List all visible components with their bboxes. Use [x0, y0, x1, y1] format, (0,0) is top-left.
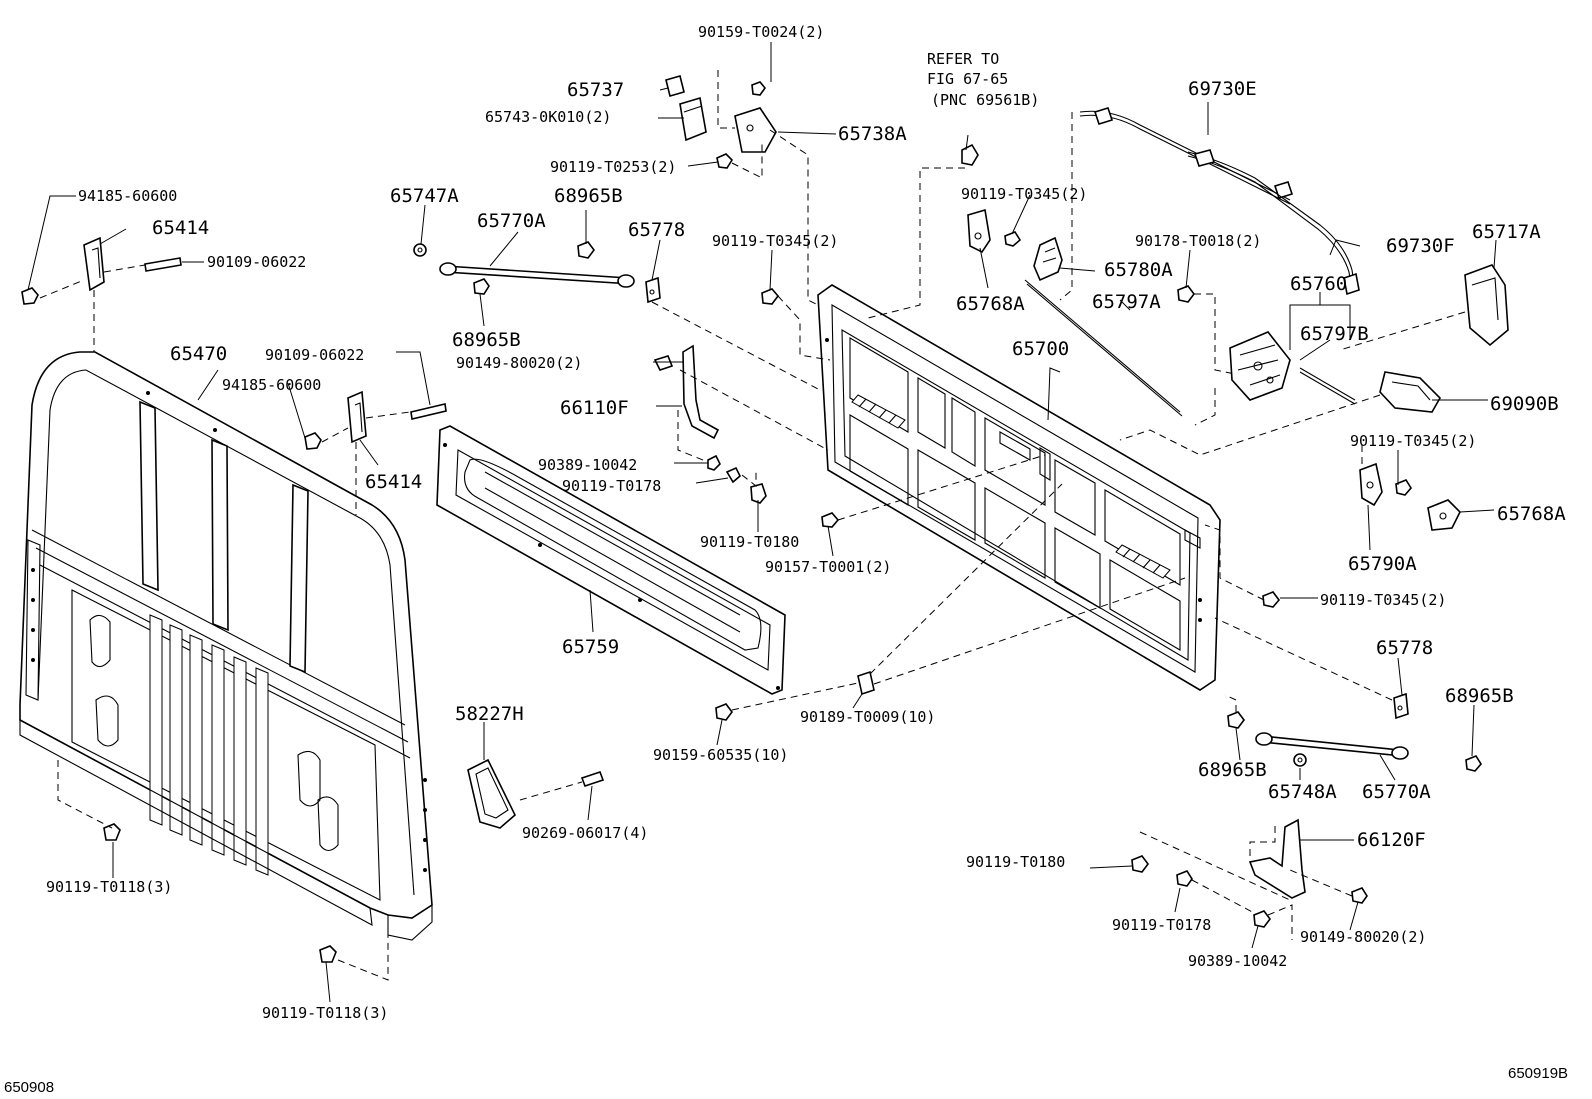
- part-label: 90159-60535(10): [653, 746, 788, 764]
- cover-65717A: [1339, 264, 1509, 351]
- striker-65768A-upper: [967, 208, 1022, 254]
- bracket-65778-lower: [1214, 617, 1409, 720]
- part-label: 90119-T0118(3): [262, 1004, 388, 1022]
- cable-65770A-lower: [1255, 732, 1409, 767]
- part-label: 65768A: [1497, 503, 1566, 525]
- bolt-90119-T0345-lower: [1204, 524, 1281, 608]
- washer-65747A: [413, 243, 427, 257]
- part-label: 65717A: [1472, 221, 1541, 243]
- part-label: 68965B: [1445, 685, 1514, 707]
- part-label: 90119-T0178: [562, 477, 661, 495]
- part-label: 90149-80020(2): [1300, 928, 1426, 946]
- part-label: 65770A: [477, 210, 546, 232]
- part-label: 90119-T0180: [966, 853, 1065, 871]
- part-label: 65780A: [1104, 259, 1173, 281]
- refer-note-line2: FIG 67-65: [927, 70, 1008, 88]
- part-label: 69090B: [1490, 393, 1559, 415]
- part-label: 90119-T0253(2): [550, 158, 676, 176]
- part-label: 90119-T0345(2): [712, 232, 838, 250]
- part-label: 65747A: [390, 185, 459, 207]
- part-label: 90109-06022: [265, 346, 364, 364]
- figure-code-right: 650919B: [1508, 1065, 1568, 1082]
- part-label: 65778: [628, 219, 685, 241]
- part-label: 68965B: [452, 329, 521, 351]
- part-labels: 90159-T0024(2) 65737 65743-0K010(2) 6573…: [4, 23, 1568, 1096]
- part-label: 65759: [562, 636, 619, 658]
- part-label: 69730F: [1386, 235, 1455, 257]
- part-label: 68965B: [1198, 759, 1267, 781]
- part-label: 65770A: [1362, 781, 1431, 803]
- pad-65737: [665, 75, 707, 142]
- bracket-65778-upper: [645, 276, 821, 391]
- bolt-68965B-upper: [473, 241, 595, 295]
- part-label: 65700: [1012, 338, 1069, 360]
- headboard-protector: [19, 351, 433, 941]
- part-label: 69730E: [1188, 78, 1257, 100]
- part-label: 90189-T0009(10): [800, 708, 935, 726]
- part-label: 66110F: [560, 397, 629, 419]
- part-label: 90178-T0018(2): [1135, 232, 1261, 250]
- part-label: 90269-06017(4): [522, 824, 648, 842]
- plate-65738A: [716, 70, 819, 306]
- bracket-66110F: [653, 344, 829, 504]
- bolt-68965B-lower: [1224, 694, 1482, 772]
- leader-lines: [27, 42, 1497, 1003]
- latch-65760: [1194, 331, 1356, 426]
- part-label: 65414: [365, 471, 422, 493]
- part-label: 90119-T0345(2): [1350, 432, 1476, 450]
- part-label: 90157-T0001(2): [765, 558, 891, 576]
- handle-69090B: [1119, 371, 1441, 456]
- part-label: 68965B: [554, 185, 623, 207]
- part-label: 90149-80020(2): [456, 354, 582, 372]
- tailgate-panel: [817, 284, 1221, 691]
- part-label: 90119-T0118(3): [46, 878, 172, 896]
- bracket-65414-right: [304, 390, 447, 515]
- bolt-90119-T0345-upper: [761, 288, 831, 361]
- part-label: 65790A: [1348, 553, 1417, 575]
- part-label: 58227H: [455, 703, 524, 725]
- part-label: 90389-10042: [1188, 952, 1287, 970]
- bolt-90119-T0180-lower: [1131, 831, 1291, 901]
- part-label: 90119-T0178: [1112, 916, 1211, 934]
- lock-65780A: [1024, 236, 1183, 417]
- part-label: 90109-06022: [207, 253, 306, 271]
- part-label: 65737: [567, 79, 624, 101]
- part-label: 65778: [1376, 637, 1433, 659]
- bolts-90119-T0118: [57, 760, 389, 981]
- part-label: 65797B: [1300, 323, 1369, 345]
- tailgate-inner-cover: [436, 425, 786, 695]
- part-label: 65797A: [1092, 291, 1161, 313]
- nut-90389-10042-lower: [1253, 904, 1293, 940]
- part-label: 65743-0K010(2): [485, 108, 611, 126]
- part-label: 65470: [170, 343, 227, 365]
- bolt-90119-T0178-lower: [1176, 870, 1259, 916]
- bracket-65414-left: [21, 236, 182, 352]
- striker-65790A: [1359, 445, 1412, 507]
- part-label: 66120F: [1357, 829, 1426, 851]
- cable-65770A-upper: [439, 262, 635, 288]
- clips-90189-90159: [715, 483, 1186, 721]
- refer-note-line3: (PNC 69561B): [931, 91, 1039, 109]
- part-label: 94185-60600: [222, 376, 321, 394]
- part-label: 90119-T0180: [700, 533, 799, 551]
- refer-note-line1: REFER TO: [927, 50, 999, 68]
- part-label: 65738A: [838, 123, 907, 145]
- plate-58227H: [467, 758, 605, 829]
- striker-65768A-lower: [1427, 499, 1461, 531]
- part-label: 65760: [1290, 273, 1347, 295]
- figure-code-left: 650908: [4, 1079, 54, 1096]
- part-label: 90159-T0024(2): [698, 23, 824, 41]
- part-label: 90119-T0345(2): [961, 185, 1087, 203]
- bolt-90157-T0001: [821, 454, 1046, 528]
- part-label: 65768A: [956, 293, 1025, 315]
- cables-69730: [1059, 107, 1360, 301]
- part-label: 65414: [152, 217, 209, 239]
- part-label: 65748A: [1268, 781, 1337, 803]
- part-label: 94185-60600: [78, 187, 177, 205]
- part-label: 90389-10042: [538, 456, 637, 474]
- part-label: 90119-T0345(2): [1320, 591, 1446, 609]
- bracket-66120F: [1248, 818, 1368, 904]
